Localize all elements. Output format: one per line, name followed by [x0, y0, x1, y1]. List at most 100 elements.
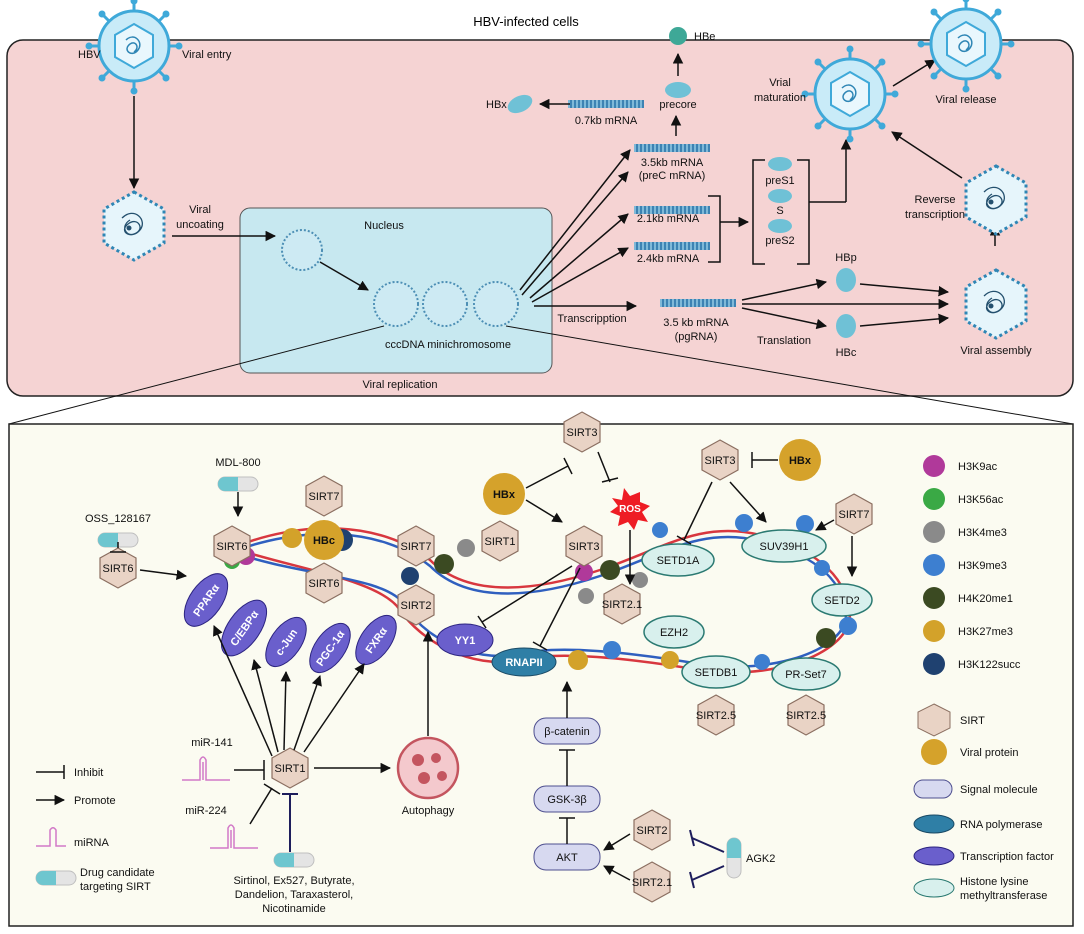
mrna-3.5kb [634, 144, 710, 152]
mechanism-panel [8, 423, 1074, 927]
cccdna-label: cccDNA minichromosome [385, 339, 511, 351]
legend-types: SIRT Viral protein Signal molecule RNA p… [913, 703, 1054, 902]
hbx-viral-label: HBx [789, 455, 812, 467]
legend-tf: Transcription factor [960, 851, 1054, 863]
cebpa-tf [220, 599, 268, 657]
drugs-line3: Nicotinamide [262, 903, 326, 915]
hbx-viral-protein [779, 439, 821, 481]
viral-entry-label: Viral entry [182, 49, 232, 61]
legend-mark-swatch [923, 488, 945, 510]
sirt25-hex-label: SIRT2.5 [786, 710, 826, 722]
sirt7-hex-label: SIRT7 [839, 509, 870, 521]
suv39h1-hmt [741, 529, 827, 563]
pgrna [660, 299, 736, 307]
cccdna-circle [281, 229, 323, 271]
viral-assembly-label: Viral assembly [960, 345, 1032, 357]
legend-hmt-1: Histone lysine [960, 876, 1028, 888]
mrna-2.4kb [634, 242, 710, 250]
mdl800-drug-icon [217, 476, 259, 492]
hbc-protein-icon [836, 314, 856, 338]
sirt3-hex-label: SIRT3 [567, 427, 598, 439]
maturation-label-1: Vrial [769, 77, 791, 89]
pgrna-sub: (pgRNA) [675, 331, 718, 343]
akt-label: AKT [556, 852, 578, 864]
hbp-label: HBp [835, 252, 856, 264]
sirt3-hex-label: SIRT3 [705, 455, 736, 467]
gsk3b-label: GSK-3β [547, 794, 586, 806]
sirt25-hex-label: SIRT2.5 [696, 710, 736, 722]
hbx-viral-label: HBx [493, 489, 516, 501]
setdb1-hmt [681, 655, 751, 689]
mrna-35-sub: (preC mRNA) [639, 170, 706, 182]
oss-label: OSS_128167 [85, 513, 151, 525]
sirt6-hex-label: SIRT6 [217, 541, 248, 553]
legend-mark-label: H3K122succ [958, 659, 1021, 671]
hbp-protein-icon [836, 268, 856, 292]
ezh2-hmt [643, 615, 705, 649]
ppara-tf [183, 573, 229, 627]
maturation-label-2: maturation [754, 92, 806, 104]
sirt3-hex-label: SIRT3 [569, 541, 600, 553]
pres1-label: preS1 [765, 175, 794, 187]
legend-drug-1: Drug candidate [80, 867, 155, 879]
hbe-label: HBe [694, 31, 715, 43]
drugs-line1: Sirtinol, Ex527, Butyrate, [233, 875, 354, 887]
prset7-hmt [771, 657, 841, 691]
viral-replication-label: Viral replication [362, 379, 437, 391]
setdb1-label: SETDB1 [695, 667, 738, 679]
suv39h1-label: SUV39H1 [760, 541, 809, 553]
legend-mark-swatch [923, 521, 945, 543]
yy1-label: YY1 [455, 635, 476, 647]
hbv-virion-icon [84, 0, 184, 96]
mrna-24-label: 2.4kb mRNA [637, 253, 700, 265]
ros-burst [610, 488, 650, 530]
precore-protein-icon [665, 82, 691, 98]
legend-signal: Signal molecule [960, 784, 1038, 796]
legend-mirna: miRNA [74, 837, 109, 849]
hbx-protein-icon [507, 94, 533, 114]
sirt6-hex-label: SIRT6 [103, 563, 134, 575]
sirt6-hex-label: SIRT6 [309, 578, 340, 590]
mature-virion-icon [800, 44, 900, 144]
mrna-07-label: 0.7kb mRNA [575, 115, 638, 127]
sirt1-inhibitor-drug-icon [273, 852, 315, 868]
legend-promote: Promote [74, 795, 116, 807]
autophagy-icon [396, 736, 460, 800]
sirt21-hex-label: SIRT2.1 [632, 877, 672, 889]
ros-label: ROS [619, 504, 641, 515]
legend-mark-label: H3K9me3 [958, 560, 1007, 572]
setd1a-label: SETD1A [657, 555, 700, 567]
legend-inhibit: Inhibit [74, 767, 103, 779]
legend-histone-marks: H3K9acH3K56acH3K4me3H3K9me3H4K20me1H3K27… [923, 455, 1021, 675]
rnapii-label: RNAPII [505, 657, 542, 669]
precore-label: precore [659, 99, 696, 111]
s-protein-icon [768, 189, 792, 203]
legend-left: Inhibit Promote miRNA Drug candidate tar… [35, 765, 155, 893]
legend-mark-swatch [923, 587, 945, 609]
sirt7-hex-label: SIRT7 [401, 541, 432, 553]
sirt2-hex-label: SIRT2 [401, 600, 432, 612]
legend-mark-label: H3K9ac [958, 461, 998, 473]
hbc-viral-label: HBc [313, 535, 335, 547]
mdl800-label: MDL-800 [215, 457, 260, 469]
mrna-0.7kb [568, 100, 644, 108]
uncoating-label-2: uncoating [176, 219, 224, 231]
sirt1-hex-label: SIRT1 [485, 536, 516, 548]
s-label: S [776, 205, 783, 217]
fxra-tf [355, 615, 397, 665]
viral-release-label: Viral release [936, 94, 997, 106]
hbx-label: HBx [486, 99, 507, 111]
legend-mark-label: H3K56ac [958, 494, 1004, 506]
legend-mark-swatch [923, 455, 945, 477]
transcription-label: Transcripption [557, 313, 626, 325]
drugs-line2: Dandelion, Taraxasterol, [235, 889, 353, 901]
legend-sirt: SIRT [960, 715, 985, 727]
cccdna-circle [373, 281, 419, 327]
reverse-label-1: Reverse [915, 194, 956, 206]
legend-mark-swatch [923, 620, 945, 642]
bcatenin-label: β-catenin [544, 726, 589, 738]
pgc1a-tf [309, 623, 351, 673]
hbx-viral-protein [483, 473, 525, 515]
legend-drug-2: targeting SIRT [80, 881, 151, 893]
